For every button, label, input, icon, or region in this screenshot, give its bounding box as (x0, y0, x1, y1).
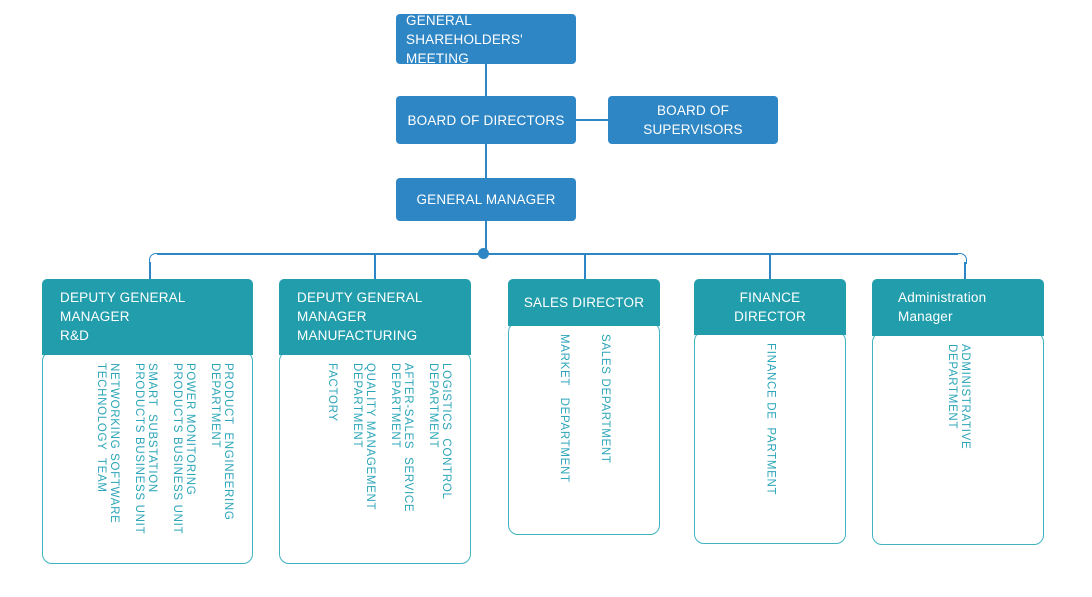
department-body-administration: ADMINISTRATIVE DEPARTMENT (872, 332, 1044, 545)
department-column-manufacturing[interactable]: DEPUTY GENERAL MANAGER MANUFACTURING LOG… (279, 279, 471, 564)
connector-shareholders-to-board (485, 64, 487, 96)
department-item[interactable]: POWER MONITORING PRODUCTS BUSINESS UNIT (171, 363, 196, 535)
department-item[interactable]: FACTORY (326, 363, 338, 422)
department-column-sales[interactable]: SALES DIRECTOR SALES DEPARTMENT MARKET D… (508, 279, 660, 535)
department-column-finance[interactable]: FINANCE DIRECTOR FINANCE DE PARTMENT (694, 279, 846, 544)
department-item[interactable]: PRODUCT ENGINEERING DEPARTMENT (209, 363, 234, 521)
department-item[interactable]: AFTER-SALES SERVICE DEPARTMENT (389, 363, 414, 513)
connector-board-to-supervisors (576, 119, 608, 121)
junction-dot (478, 248, 489, 259)
department-header-manufacturing[interactable]: DEPUTY GENERAL MANAGER MANUFACTURING (279, 279, 471, 355)
department-item[interactable]: ADMINISTRATIVE DEPARTMENT (946, 344, 971, 450)
department-item[interactable]: SMART SUBSTATION PRODUCTS BUSINESS UNIT (133, 363, 158, 535)
node-label: GENERAL MANAGER (416, 192, 556, 207)
node-board-of-supervisors[interactable]: BOARD OF SUPERVISORS (608, 96, 778, 144)
department-item[interactable]: SALES DEPARTMENT (599, 334, 611, 464)
node-general-manager[interactable]: GENERAL MANAGER (396, 178, 576, 221)
department-body-finance: FINANCE DE PARTMENT (694, 331, 846, 544)
connector-drop-manufacturing (374, 253, 376, 280)
department-header-label: Administration Manager (898, 290, 987, 324)
department-header-label: SALES DIRECTOR (523, 295, 645, 310)
connector-drop-finance (769, 253, 771, 280)
node-general-shareholders-meeting[interactable]: GENERAL SHAREHOLDERS' MEETING (396, 13, 576, 66)
connector-elbow-right (957, 253, 967, 264)
department-header-label: DEPUTY GENERAL MANAGER R&D (60, 290, 186, 343)
connector-general-manager-to-bus (485, 221, 487, 253)
department-header-label: DEPUTY GENERAL MANAGER MANUFACTURING (297, 290, 423, 343)
department-header-rd[interactable]: DEPUTY GENERAL MANAGER R&D (42, 279, 253, 355)
node-label: GENERAL SHAREHOLDERS' MEETING (406, 12, 523, 66)
department-item[interactable]: MARKET DEPARTMENT (558, 334, 570, 483)
department-header-administration[interactable]: Administration Manager (872, 279, 1044, 336)
connector-board-to-general-manager (485, 144, 487, 178)
connector-drop-sales (584, 253, 586, 280)
connector-elbow-left (149, 253, 159, 264)
node-label: BOARD OF DIRECTORS (407, 112, 565, 128)
department-item[interactable]: NETWORKING SOFTWARE TECHNOLOGY TEAM (95, 363, 120, 524)
department-column-administration[interactable]: Administration Manager ADMINISTRATIVE DE… (872, 279, 1044, 545)
node-label: BOARD OF SUPERVISORS (643, 103, 743, 137)
connector-drop-admin (964, 262, 966, 280)
department-body-manufacturing: LOGISTICS CONTROL DEPARTMENT AFTER-SALES… (279, 351, 471, 564)
connector-drop-rd (149, 262, 151, 280)
department-body-rd: PRODUCT ENGINEERING DEPARTMENT POWER MON… (42, 351, 253, 564)
node-board-of-directors[interactable]: BOARD OF DIRECTORS (396, 96, 576, 144)
department-body-sales: SALES DEPARTMENT MARKET DEPARTMENT (508, 322, 660, 535)
department-header-label: FINANCE DIRECTOR (734, 290, 806, 324)
department-header-sales[interactable]: SALES DIRECTOR (508, 279, 660, 326)
connector-horizontal-bus (157, 253, 958, 255)
department-item[interactable]: FINANCE DE PARTMENT (764, 343, 777, 496)
department-header-finance[interactable]: FINANCE DIRECTOR (694, 279, 846, 335)
department-item[interactable]: LOGISTICS CONTROL DEPARTMENT (427, 363, 452, 500)
department-item[interactable]: QUALITY MANAGEMENT DEPARTMENT (351, 363, 376, 511)
department-column-rd[interactable]: DEPUTY GENERAL MANAGER R&D PRODUCT ENGIN… (42, 279, 253, 564)
